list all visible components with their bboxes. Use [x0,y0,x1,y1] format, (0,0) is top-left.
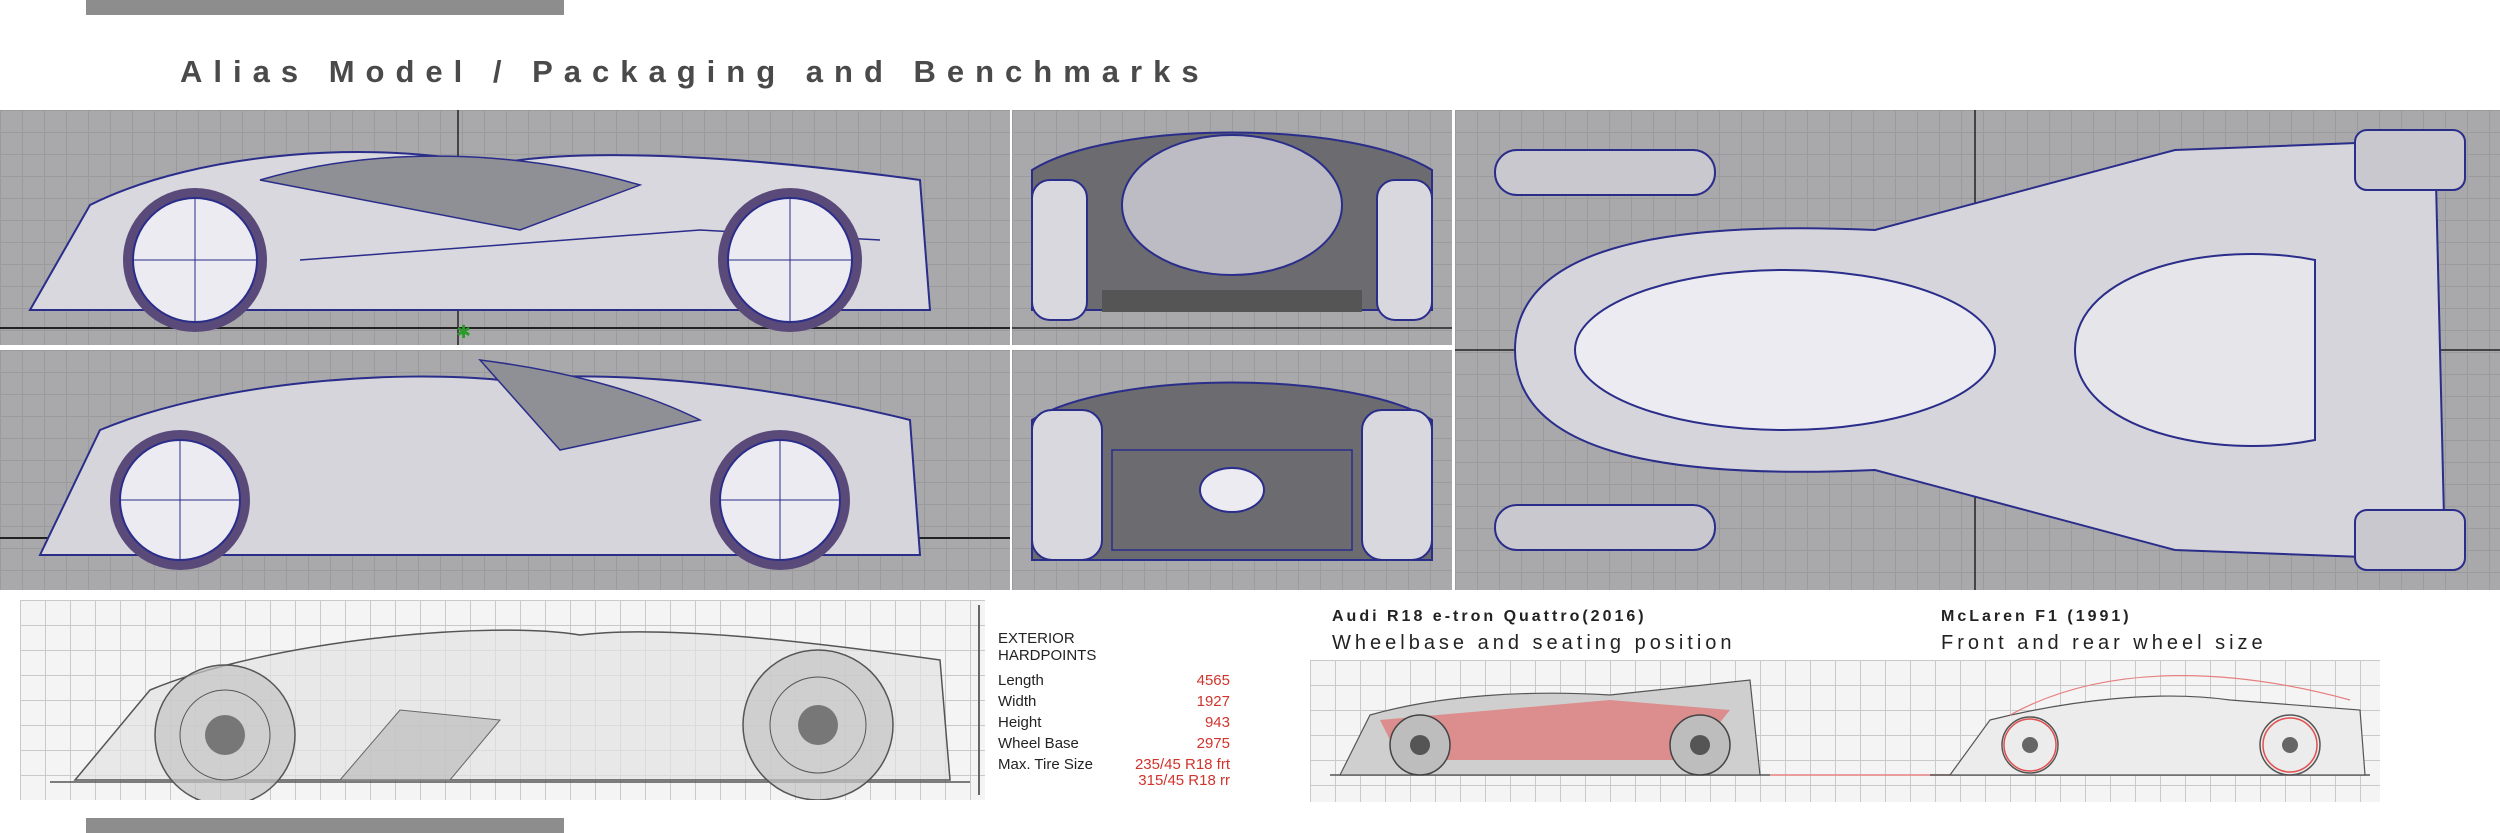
hardpoint-label: Length [998,672,1044,689]
hardpoint-row: Width 1927 [998,691,1230,712]
rear-tire-size: 315/45 R18 rr [1138,772,1230,789]
svg-text:✱: ✱ [456,322,471,343]
hardpoint-row: Wheel Base 2975 [998,733,1230,754]
package-drawing [20,600,985,800]
page-title: Alias Model / Packaging and Benchmarks [180,54,1210,89]
hardpoint-row: Max. Tire Size 235/45 R18 frt [998,754,1230,775]
hardpoint-value: 4565 [1196,672,1230,689]
hardpoint-label: Height [998,714,1042,731]
hardpoint-label: Width [998,693,1037,710]
viewport-top-view[interactable] [1455,110,2500,590]
hardpoint-row: Height 943 [998,712,1230,733]
hardpoint-value: 2975 [1196,735,1230,752]
hardpoints-heading: EXTERIOR HARDPOINTS [998,630,1097,664]
viewport-perspective-view[interactable] [0,350,1010,590]
viewport-rear-view[interactable] [1012,350,1452,590]
viewport-side-view[interactable]: ✱ [0,110,1010,345]
benchmark-audi-caption: Wheelbase and seating position [1332,632,1736,654]
hardpoints-table: EXTERIOR HARDPOINTS Length 4565 Width 19… [998,630,1230,789]
hardpoint-label: Wheel Base [998,735,1079,752]
viewport-front-view[interactable] [1012,110,1452,345]
benchmark-mclaren-caption: Front and rear wheel size [1941,632,2267,654]
hardpoint-value: 943 [1204,714,1230,731]
hardpoint-label: Max. Tire Size [998,756,1094,773]
hardpoint-value: 235/45 R18 frt [1134,756,1230,773]
height-dimension-arrow [978,605,980,795]
benchmark-mclaren-title: McLaren F1 (1991) [1941,608,2132,625]
hardpoint-row: Length 4565 [998,670,1230,691]
benchmark-drawings [1310,660,2380,802]
top-decor-bar [86,0,564,15]
bottom-decor-bar [86,818,564,833]
hardpoint-value: 1927 [1196,693,1230,710]
benchmark-audi-title: Audi R18 e-tron Quattro(2016) [1332,608,1647,625]
